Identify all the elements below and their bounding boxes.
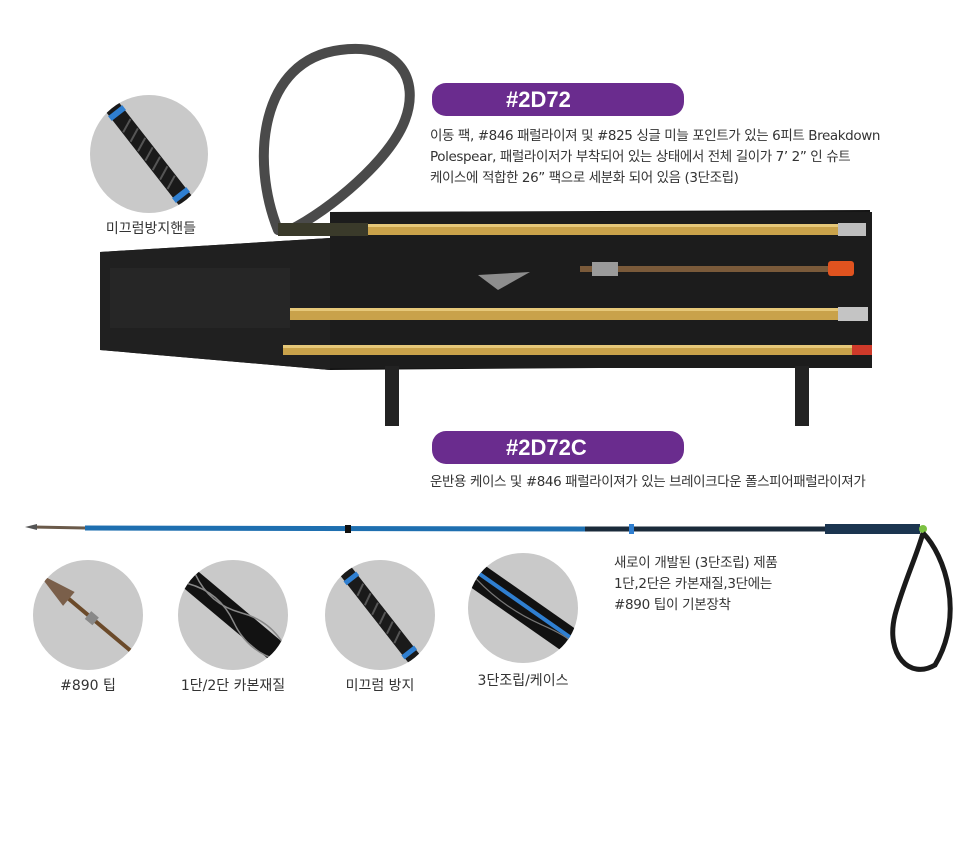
assembly-detail-image [468,560,578,656]
product-description: 이동 팩, #846 패럴라이져 및 #825 싱글 미늘 포인트가 있는 6피… [430,126,950,189]
feature-list: 새로이 개발된 (3단조립) 제품 1단,2단은 카본재질,3단에는 #890 … [614,553,874,616]
pole-kit-image [100,43,872,426]
grip-detail-circle [90,95,208,213]
feature-line: #890 팁이 기본장착 [614,597,731,613]
detail-label: 1단/2단 카본재질 [180,678,286,694]
spear-pole-image [25,524,953,672]
feature-line: 새로이 개발된 (3단조립) 제품 [614,555,778,571]
assembly-detail-circle [468,553,578,663]
grip-detail-circle [325,560,435,670]
product-code-badge: #2D72C [432,431,684,464]
product-description: 운반용 케이스 및 #846 패럴라이져가 있는 브레이크다운 폴스피어패럴라이… [430,472,950,493]
detail-label: 미끄럼 방지 [345,678,415,694]
description-line: 케이스에 적합한 26” 팩으로 세분화 되어 있음 (3단조립) [430,170,739,186]
feature-line: 1단,2단은 카본재질,3단에는 [614,576,773,592]
grip-detail-label: 미끄럼방지핸들 [105,221,197,237]
grip-detail-image [102,97,197,213]
product-code-badge: #2D72 [432,83,684,116]
description-line: Polespear, 패럴라이저가 부착되어 있는 상태에서 전체 길이가 7’… [430,149,851,165]
detail-label: 3단조립/케이스 [477,673,569,689]
description-line: 운반용 케이스 및 #846 패럴라이져가 있는 브레이크다운 폴스피어패럴라이… [430,474,866,490]
tip-detail-image [36,571,140,659]
description-line: 이동 팩, #846 패럴라이져 및 #825 싱글 미늘 포인트가 있는 6피… [430,128,880,144]
grip-detail-image [336,561,424,669]
carbon-detail-circle [178,560,288,670]
detail-label: #890 팁 [60,678,116,694]
tip-detail-circle [33,560,143,670]
carbon-detail-image [178,564,288,666]
